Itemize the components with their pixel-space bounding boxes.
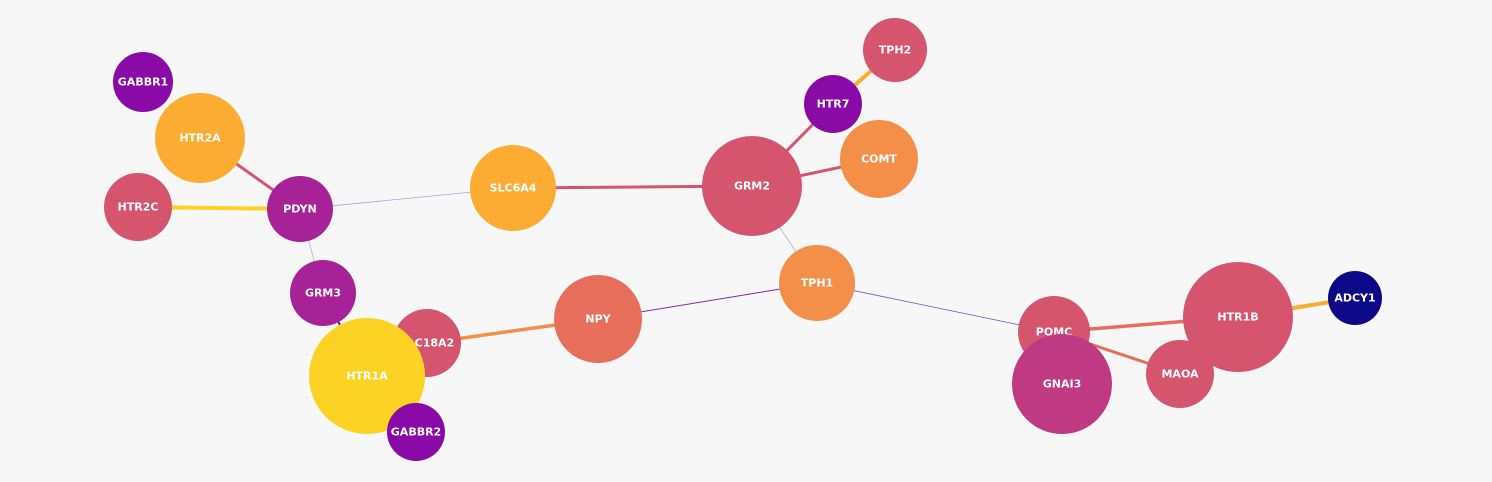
node-adcy1[interactable]: ADCY1	[1328, 271, 1382, 325]
node-circle-npy[interactable]	[554, 275, 642, 363]
node-circle-adcy1[interactable]	[1328, 271, 1382, 325]
node-circle-grm2[interactable]	[702, 136, 802, 236]
node-circle-comt[interactable]	[840, 120, 918, 198]
node-grm3[interactable]: GRM3	[290, 260, 356, 326]
node-circle-grm3[interactable]	[290, 260, 356, 326]
node-circle-pdyn[interactable]	[267, 176, 333, 242]
node-circle-tph2[interactable]	[863, 18, 927, 82]
node-htr1b[interactable]: HTR1B	[1183, 262, 1293, 372]
node-circle-htr1b[interactable]	[1183, 262, 1293, 372]
node-circle-htr1a[interactable]	[309, 318, 425, 434]
node-htr2a[interactable]: HTR2A	[155, 93, 245, 183]
node-circle-htr7[interactable]	[804, 75, 862, 133]
node-grm2[interactable]: GRM2	[702, 136, 802, 236]
node-circle-htr2c[interactable]	[104, 173, 172, 241]
node-htr7[interactable]: HTR7	[804, 75, 862, 133]
edge-tph1-pomc[interactable]	[816, 282, 1055, 333]
node-tph1[interactable]: TPH1	[779, 245, 855, 321]
node-gabbr2[interactable]: GABBR2	[387, 403, 445, 461]
node-gnai3[interactable]: GNAI3	[1012, 334, 1112, 434]
node-comt[interactable]: COMT	[840, 120, 918, 198]
node-circle-tph1[interactable]	[779, 245, 855, 321]
node-pdyn[interactable]: PDYN	[267, 176, 333, 242]
node-slc6a4[interactable]: SLC6A4	[470, 145, 556, 231]
node-circle-gabbr1[interactable]	[113, 52, 173, 112]
node-tph2[interactable]: TPH2	[863, 18, 927, 82]
node-htr2c[interactable]: HTR2C	[104, 173, 172, 241]
node-circle-gnai3[interactable]	[1012, 334, 1112, 434]
node-circle-slc6a4[interactable]	[470, 145, 556, 231]
node-circle-gabbr2[interactable]	[387, 403, 445, 461]
node-circle-htr2a[interactable]	[155, 93, 245, 183]
node-gabbr1[interactable]: GABBR1	[113, 52, 173, 112]
node-circle-maoa[interactable]	[1146, 340, 1214, 408]
node-npy[interactable]: NPY	[554, 275, 642, 363]
